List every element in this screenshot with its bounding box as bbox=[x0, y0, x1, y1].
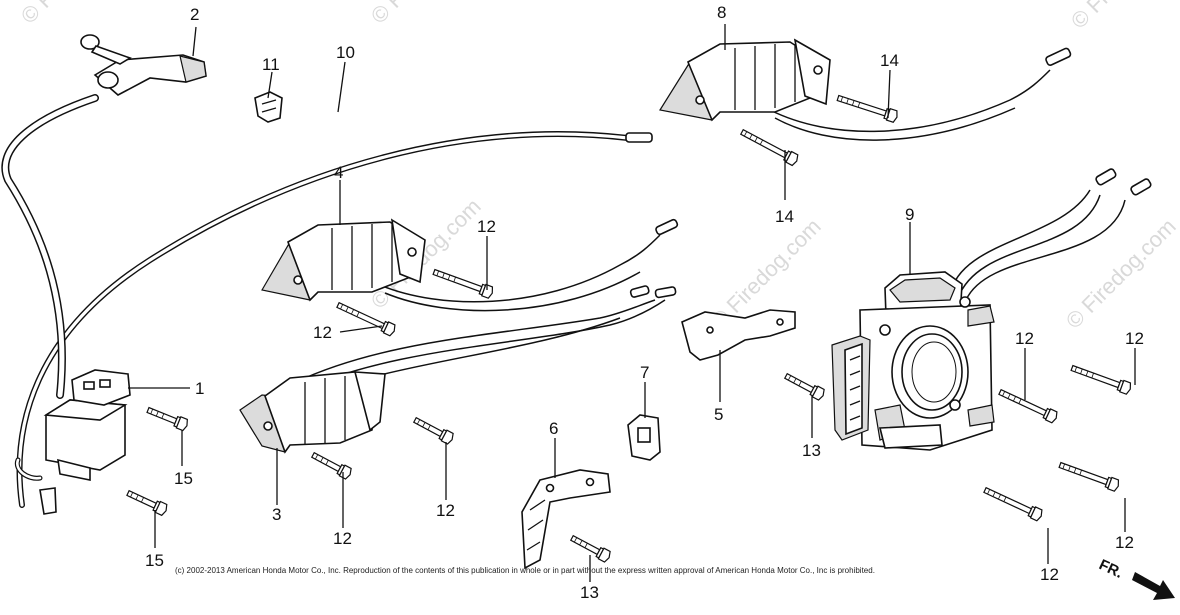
bolt-15-b bbox=[124, 486, 170, 517]
bolt-12-f bbox=[1069, 361, 1133, 396]
callout-4: 4 bbox=[334, 163, 343, 182]
watermark-text: © Firedog.com bbox=[366, 0, 486, 29]
callout-10: 10 bbox=[336, 43, 355, 62]
part-7-grommet bbox=[627, 414, 661, 461]
part-9-stator bbox=[831, 168, 1152, 451]
callout-7: 7 bbox=[640, 363, 649, 382]
callout-12: 12 bbox=[477, 217, 496, 236]
callout-8: 8 bbox=[717, 3, 726, 22]
callout-12: 12 bbox=[333, 529, 352, 548]
bolt-12-a bbox=[431, 265, 495, 300]
part-8-charge-coil bbox=[659, 38, 1072, 141]
part-4-charge-coil bbox=[261, 218, 679, 312]
watermark-text: © Firedog.com bbox=[16, 0, 136, 29]
callout-9: 9 bbox=[905, 205, 914, 224]
callout-15: 15 bbox=[145, 551, 164, 570]
callout-15: 15 bbox=[174, 469, 193, 488]
callout-2: 2 bbox=[190, 5, 199, 24]
callout-3: 3 bbox=[272, 505, 281, 524]
bolt-12-e bbox=[996, 385, 1060, 425]
front-direction-indicator: FR. bbox=[1096, 556, 1175, 600]
bolt-12-d bbox=[309, 449, 354, 481]
bolt-14-lower bbox=[738, 126, 801, 168]
callout-12: 12 bbox=[313, 323, 332, 342]
bolt-13-a bbox=[782, 370, 827, 402]
part-1-ignition-coil bbox=[14, 369, 131, 515]
bolt-15-a bbox=[145, 403, 190, 432]
watermarks: © Firedog.com © Firedog.com © Firedog.co… bbox=[16, 0, 1180, 334]
callout-1: 1 bbox=[195, 379, 204, 398]
bolt-12-c bbox=[411, 414, 456, 446]
bolt-12-h bbox=[1057, 458, 1121, 493]
callout-13: 13 bbox=[802, 441, 821, 460]
part-6-stay bbox=[521, 469, 611, 570]
callout-12: 12 bbox=[436, 501, 455, 520]
callout-14: 14 bbox=[775, 207, 794, 226]
part-5-bracket bbox=[681, 309, 796, 361]
callout-12: 12 bbox=[1015, 329, 1034, 348]
callout-13: 13 bbox=[580, 583, 599, 602]
leader-lines bbox=[128, 24, 1136, 582]
watermark-text: © Firedog.com bbox=[1061, 214, 1180, 334]
part-3-exciter-coil bbox=[239, 285, 677, 454]
callout-12: 12 bbox=[1115, 533, 1134, 552]
watermark-text: © Firedog.com bbox=[1066, 0, 1180, 34]
callout-12: 12 bbox=[1040, 565, 1059, 584]
front-label: FR. bbox=[1096, 556, 1125, 582]
part-2-spark-plug-cap bbox=[1, 34, 207, 399]
arrow-right-icon bbox=[1132, 572, 1175, 600]
part-11-clip bbox=[254, 91, 283, 123]
copyright-notice: (c) 2002-2013 American Honda Motor Co., … bbox=[175, 566, 875, 575]
part-10-wire bbox=[16, 131, 653, 508]
callout-11: 11 bbox=[262, 55, 280, 74]
callout-12: 12 bbox=[1125, 329, 1144, 348]
bolt-12-g bbox=[981, 483, 1045, 523]
callouts: 2 11 10 8 14 14 4 12 12 9 1 15 15 3 12 1… bbox=[145, 3, 1144, 602]
callout-14: 14 bbox=[880, 51, 899, 70]
callout-6: 6 bbox=[549, 419, 558, 438]
callout-5: 5 bbox=[714, 405, 723, 424]
